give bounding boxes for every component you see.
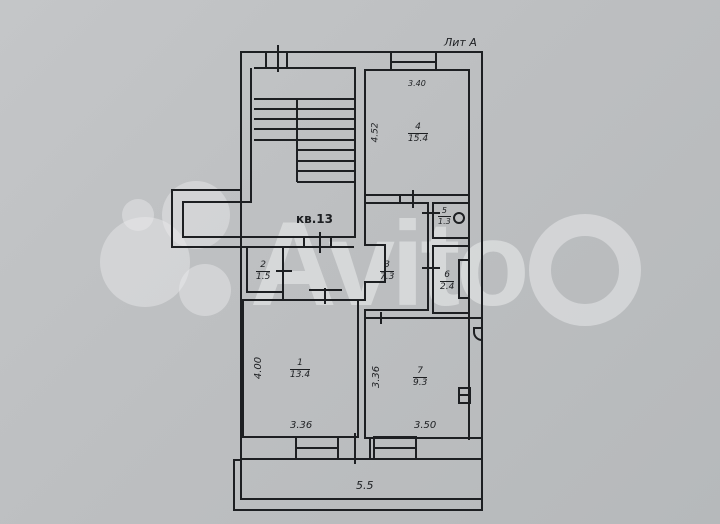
dim-room7-width: 3.50 (414, 420, 437, 431)
dim-room4-length: 4.52 (370, 122, 381, 143)
apartment-label: кв.13 (296, 212, 333, 226)
dim-room4-width: 3.40 (408, 79, 426, 88)
dim-room1-length: 4.00 (253, 356, 265, 380)
building-letter-label: Лит А (444, 36, 477, 49)
dim-room1-width: 3.36 (290, 420, 313, 431)
dim-room7-length: 3.36 (371, 365, 383, 389)
dim-balcony: 5.5 (356, 479, 374, 492)
